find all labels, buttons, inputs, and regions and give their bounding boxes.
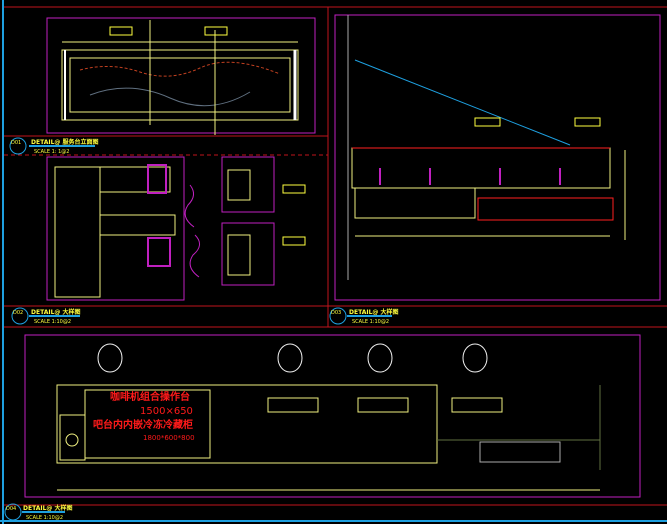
title-block-d04: D04 DETAIL@ 大样图 SCALE 1:10@2 [4, 503, 73, 521]
title-block-d03: D03 DETAIL@ 大样图 SCALE 1:10@2 [329, 307, 399, 325]
svg-text:SCALE 1: 1@2: SCALE 1: 1@2 [34, 149, 69, 155]
svg-text:D02: D02 [13, 310, 23, 316]
panel-d01-elevation[interactable] [46, 17, 316, 135]
svg-text:DETAIL@ 大样图: DETAIL@ 大样图 [23, 504, 73, 512]
svg-text:SCALE 1:10@2: SCALE 1:10@2 [26, 515, 63, 521]
svg-text:SCALE 1:10@2: SCALE 1:10@2 [34, 319, 71, 325]
title-block-d02: D02 DETAIL@ 大样图 SCALE 1:10@2 [11, 307, 81, 325]
svg-text:DETAIL@ 服务台立面图: DETAIL@ 服务台立面图 [31, 138, 99, 146]
svg-text:SCALE 1:10@2: SCALE 1:10@2 [352, 319, 389, 325]
sheet-frame [4, 6, 667, 506]
svg-text:DETAIL@ 大样图: DETAIL@ 大样图 [349, 308, 399, 316]
panel-d04-plan[interactable] [24, 334, 641, 498]
svg-text:D01: D01 [11, 140, 21, 146]
panel-d03-section[interactable] [334, 14, 661, 301]
fridge-size: 1800*600*800 [143, 434, 195, 442]
fridge-label: 吧台内内嵌冷冻冷藏柜 [93, 418, 193, 431]
coffee-station-label: 咖啡机组合操作台 [110, 390, 190, 403]
title-block-d01: D01 DETAIL@ 服务台立面图 SCALE 1: 1@2 [9, 137, 99, 155]
svg-text:DETAIL@ 大样图: DETAIL@ 大样图 [31, 308, 81, 316]
svg-text:D04: D04 [6, 506, 16, 512]
svg-text:D03: D03 [331, 310, 341, 316]
panel-d02-details[interactable] [46, 156, 306, 301]
coffee-station-size: 1500×650 [140, 406, 193, 417]
